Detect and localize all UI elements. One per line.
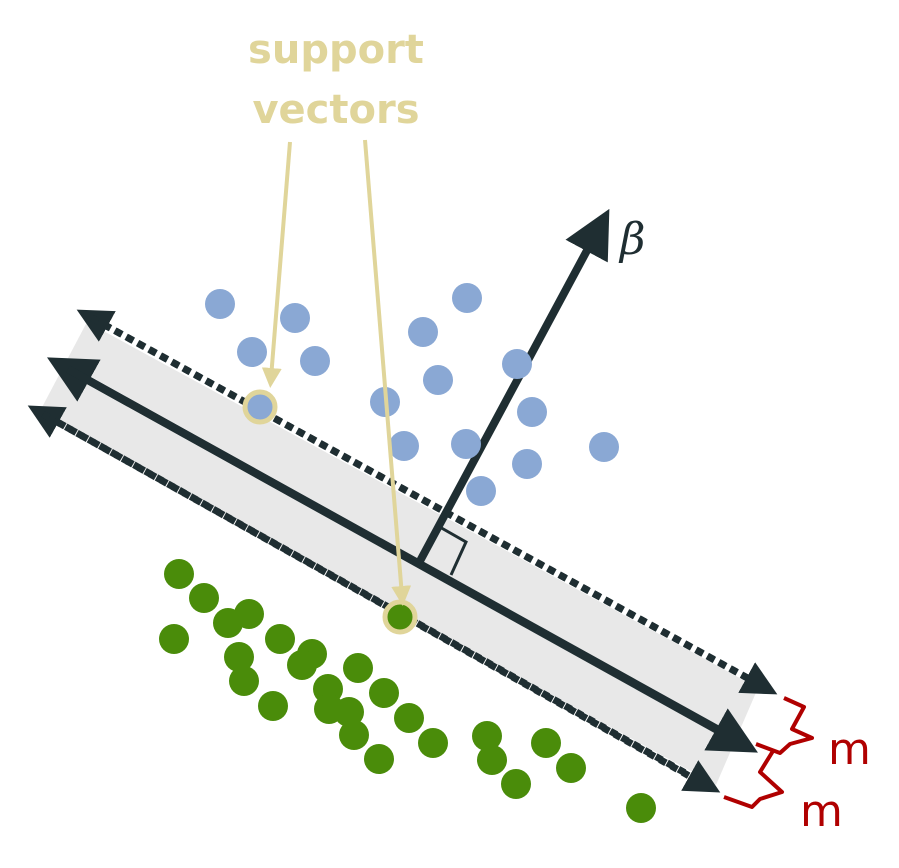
blue-point <box>205 289 235 319</box>
green-point <box>531 728 561 758</box>
support-vector-ring <box>242 389 278 425</box>
blue-point <box>502 349 532 379</box>
margin-brace-upper <box>755 696 814 755</box>
green-point <box>477 745 507 775</box>
green-point <box>213 608 243 638</box>
blue-point <box>423 365 453 395</box>
margin-label-top: m <box>828 724 871 775</box>
margin-label-bottom: m <box>800 786 843 837</box>
blue-point <box>389 431 419 461</box>
green-point <box>339 720 369 750</box>
green-point <box>334 697 364 727</box>
blue-point <box>245 392 275 422</box>
margin-brace-lower <box>723 749 784 809</box>
beta-label: β <box>620 214 646 265</box>
green-point <box>343 653 373 683</box>
blue-point <box>280 303 310 333</box>
blue-point <box>466 476 496 506</box>
green-point <box>556 753 586 783</box>
blue-class-points <box>205 283 619 506</box>
green-class-points <box>159 559 656 823</box>
green-point <box>287 650 317 680</box>
support-vector-arrow-2 <box>363 139 412 606</box>
support-vectors-label-line1: support <box>248 27 424 73</box>
support-vectors-label-line2: vectors <box>252 87 420 133</box>
green-point <box>501 769 531 799</box>
blue-point <box>517 397 547 427</box>
beta-vector <box>416 208 610 563</box>
blue-point <box>408 317 438 347</box>
green-point <box>472 721 502 751</box>
blue-point <box>452 283 482 313</box>
blue-point <box>300 346 330 376</box>
green-point <box>626 793 656 823</box>
support-vector-arrow-1 <box>261 141 292 388</box>
green-point <box>258 691 288 721</box>
blue-point <box>237 337 267 367</box>
green-point <box>418 728 448 758</box>
green-point <box>265 624 295 654</box>
blue-point <box>589 432 619 462</box>
green-point <box>189 583 219 613</box>
green-point <box>159 624 189 654</box>
green-point <box>364 744 394 774</box>
green-point <box>385 602 415 632</box>
blue-point <box>512 449 542 479</box>
green-point <box>369 678 399 708</box>
blue-point <box>451 429 481 459</box>
green-point <box>229 666 259 696</box>
right-angle-marker <box>437 524 468 576</box>
lower-margin-line <box>27 405 702 786</box>
green-point <box>224 642 254 672</box>
green-point <box>164 559 194 589</box>
green-point <box>394 703 424 733</box>
